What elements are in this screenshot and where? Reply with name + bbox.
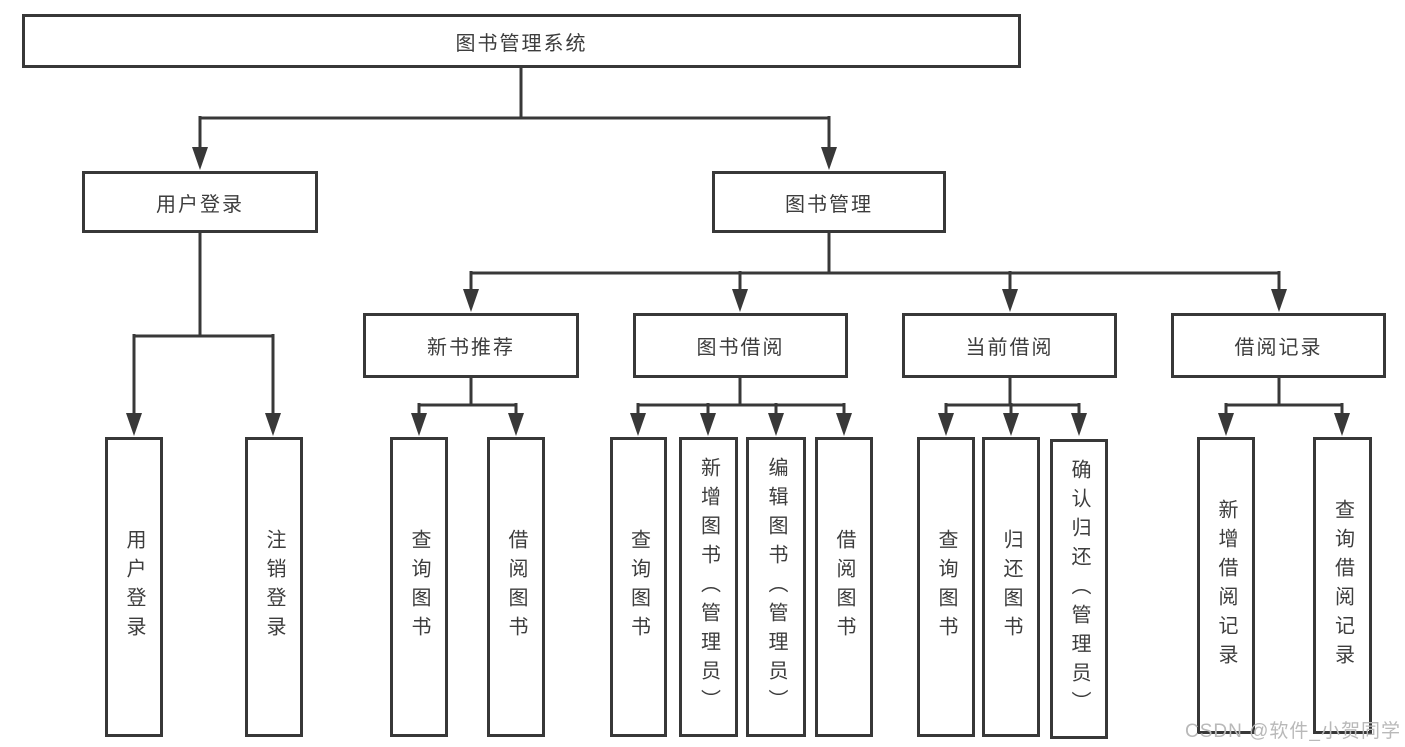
leaf-return-books: 归还图书 <box>982 437 1040 737</box>
leaf-query-books-borrow: 查询图书 <box>610 437 667 737</box>
leaf-query-books-current: 查询图书 <box>917 437 975 737</box>
node-book-mgmt: 图书管理 <box>712 171 946 233</box>
leaf-query-books-recommend: 查询图书 <box>390 437 448 737</box>
leaf-borrow-books: 借阅图书 <box>815 437 873 737</box>
node-current-borrow: 当前借阅 <box>902 313 1117 378</box>
csdn-watermark: CSDN @软件_小贺同学 <box>1185 721 1401 742</box>
leaf-user-login: 用户登录 <box>105 437 163 737</box>
leaf-query-borrow-record: 查询借阅记录 <box>1313 437 1372 734</box>
leaf-edit-books-admin: 编辑图书（管理员） <box>746 437 806 737</box>
leaf-add-books-admin: 新增图书（管理员） <box>679 437 738 737</box>
leaf-add-borrow-record: 新增借阅记录 <box>1197 437 1255 734</box>
leaf-logout: 注销登录 <box>245 437 303 737</box>
node-borrow-records: 借阅记录 <box>1171 313 1386 378</box>
node-new-book-recommend: 新书推荐 <box>363 313 579 378</box>
node-book-borrow: 图书借阅 <box>633 313 848 378</box>
leaf-confirm-return-admin: 确认归还（管理员） <box>1050 439 1108 739</box>
node-user-login: 用户登录 <box>82 171 318 233</box>
leaf-borrow-books-recommend: 借阅图书 <box>487 437 545 737</box>
node-root: 图书管理系统 <box>22 14 1021 68</box>
